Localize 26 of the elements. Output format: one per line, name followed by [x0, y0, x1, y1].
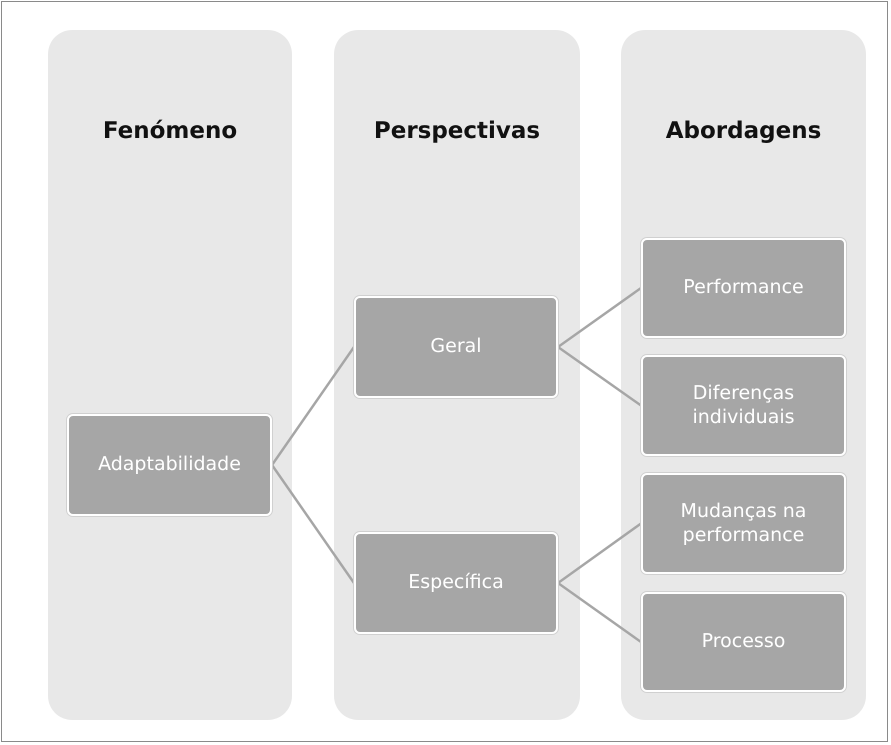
connector-line	[557, 346, 642, 407]
process-box	[641, 238, 846, 338]
box-label: Específica	[407, 571, 505, 595]
column-panel	[334, 30, 580, 720]
box-label: Adaptabilidade	[97, 453, 242, 477]
process-box	[641, 473, 846, 574]
connector-line	[557, 582, 642, 644]
box-label: Performance	[682, 276, 805, 300]
process-box	[641, 355, 846, 456]
box-label: Processo	[700, 630, 786, 654]
box-label: Diferenças individuais	[691, 382, 796, 430]
connector-line	[270, 346, 356, 466]
column-heading: Abordagens	[664, 118, 822, 144]
process-box	[67, 414, 272, 516]
connector-line	[557, 522, 642, 584]
column-heading: Fenómeno	[102, 118, 238, 144]
process-box	[354, 532, 558, 634]
connector-line	[270, 464, 356, 584]
box-label: Mudanças na performance	[680, 500, 808, 548]
process-box	[641, 592, 846, 692]
column-panel	[621, 30, 866, 720]
column-heading: Perspectivas	[372, 118, 542, 144]
column-panel	[48, 30, 292, 720]
process-box	[354, 296, 558, 398]
box-label: Geral	[429, 335, 483, 359]
connector-line	[557, 286, 642, 348]
